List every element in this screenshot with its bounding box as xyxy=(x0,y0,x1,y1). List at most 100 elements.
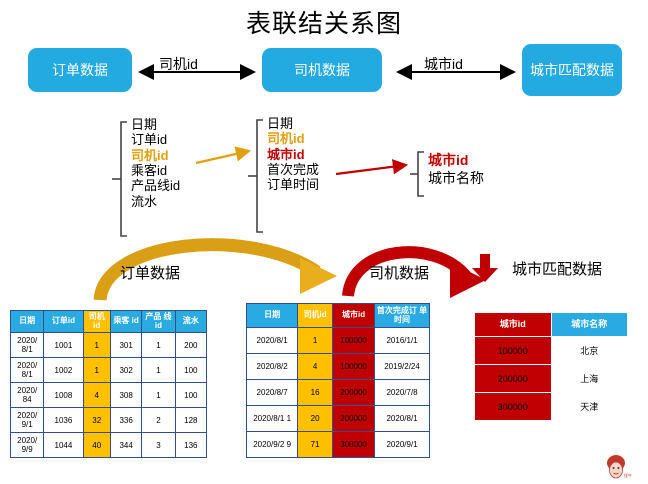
table-cell-r3-c0: 2020/8/1 1 xyxy=(245,405,299,432)
column-header-2: 司机 id xyxy=(82,310,111,333)
column-header-0: 日期 xyxy=(9,310,45,333)
column-header-1: 订单id xyxy=(43,310,84,333)
table-cell-r2-c2: 200000 xyxy=(331,379,376,406)
table-cell-r3-c2: 32 xyxy=(82,407,111,433)
table-cell-r1-c0: 2020/8/2 xyxy=(245,353,299,380)
column-header-3: 乘客 id xyxy=(109,310,143,333)
table-cell-r4-c0: 2020/ 9/9 xyxy=(9,432,45,458)
table-cell-r2-c1: 16 xyxy=(297,379,333,406)
table-cell-r1-c4: 1 xyxy=(141,357,176,383)
table-cell-r2-c0: 300000 xyxy=(474,392,552,421)
table-cell-r2-c4: 1 xyxy=(141,382,176,408)
table-cell-r3-c0: 2020/ 9/1 xyxy=(9,407,45,433)
table-cell-r4-c2: 300000 xyxy=(331,431,376,458)
table-cell-r2-c1: 1008 xyxy=(43,382,84,408)
table-cell-r0-c2: 100000 xyxy=(331,327,376,354)
column-header-1: 城市名称 xyxy=(550,312,628,337)
column-header-2: 城市id xyxy=(331,303,376,328)
table-cell-r2-c0: 2020/ 84 xyxy=(9,382,45,408)
table-cell-r4-c3: 2020/9/1 xyxy=(374,431,430,458)
table-cell-r4-c0: 2020/9/2 9 xyxy=(245,431,299,458)
table-cell-r1-c2: 100000 xyxy=(331,353,376,380)
watermark-logo: 怪牛 xyxy=(607,455,632,479)
field-order-5: 流水 xyxy=(131,193,158,209)
table-cell-r3-c4: 2 xyxy=(141,407,176,433)
table-cell-r0-c1: 1001 xyxy=(43,332,84,358)
bracket-driver-fields xyxy=(248,119,263,233)
field-order-0: 日期 xyxy=(131,117,158,132)
link-arrow-cityid xyxy=(335,159,409,176)
table-cell-r1-c2: 1 xyxy=(82,357,111,383)
field-driver-3: 首次完成 xyxy=(267,161,320,177)
relation-label-driver-id: 司机id xyxy=(159,56,198,72)
table-cell-r0-c1: 北京 xyxy=(550,336,628,365)
field-city-0: 城市id xyxy=(428,152,469,168)
table-cell-r1-c1: 4 xyxy=(297,353,333,380)
table-cell-r3-c5: 128 xyxy=(174,407,208,433)
table-cell-r0-c5: 200 xyxy=(174,332,208,358)
table-cell-r0-c3: 2016/1/1 xyxy=(374,327,430,354)
table-cell-r1-c0: 200000 xyxy=(474,364,552,393)
table-cell-r2-c1: 天津 xyxy=(550,392,628,421)
column-header-4: 产品 线id xyxy=(141,310,176,333)
table-cell-r0-c0: 2020/ 8/1 xyxy=(9,332,45,358)
page-title: 表联结关系图 xyxy=(245,10,402,38)
column-header-0: 日期 xyxy=(245,303,299,328)
table-cell-r0-c0: 2020/8/1 xyxy=(245,327,299,354)
link-arrow-driverid xyxy=(195,146,252,165)
field-order-1: 订单id xyxy=(131,132,168,148)
table-cell-r1-c3: 302 xyxy=(109,357,143,383)
table-cell-r2-c0: 2020/8/7 xyxy=(245,379,299,406)
table-cell-r3-c1: 20 xyxy=(297,405,333,432)
relation-label-city-id: 城市id xyxy=(424,56,463,72)
table-caption-order: 订单数据 xyxy=(120,265,181,282)
field-driver-2: 城市id xyxy=(267,146,305,162)
field-order-2: 司机id xyxy=(131,147,169,163)
column-header-3: 首次完成订 单时间 xyxy=(374,303,430,328)
table-cell-r2-c5: 100 xyxy=(174,382,208,408)
table-cell-r4-c1: 71 xyxy=(297,431,333,458)
field-order-3: 乘客id xyxy=(131,162,168,178)
table-cell-r1-c1: 1002 xyxy=(43,357,84,383)
entity-box-driver[interactable]: 司机数据 xyxy=(262,48,382,92)
table-cell-r1-c3: 2019/2/24 xyxy=(374,353,430,380)
table-cell-r3-c1: 1036 xyxy=(43,407,84,433)
column-header-1: 司机id xyxy=(297,303,333,328)
bracket-city-fields xyxy=(410,151,424,197)
table-cell-r0-c2: 1 xyxy=(82,332,111,358)
table-cell-r1-c1: 上海 xyxy=(550,364,628,393)
column-header-5: 流水 xyxy=(174,310,208,333)
field-list-driver: 日期 司机id 城市id 首次完成 订单时间 xyxy=(267,116,319,193)
table-cell-r4-c2: 40 xyxy=(82,432,111,458)
table-cell-r0-c3: 301 xyxy=(109,332,143,358)
table-cell-r1-c5: 100 xyxy=(174,357,208,383)
column-header-0: 城市id xyxy=(474,312,552,337)
field-driver-0: 日期 xyxy=(267,116,294,131)
bracket-order-fields xyxy=(112,121,127,237)
field-list-city: 城市id 城市名称 xyxy=(428,152,484,187)
entity-box-order[interactable]: 订单数据 xyxy=(28,48,132,92)
table-cell-r2-c2: 4 xyxy=(82,382,111,408)
table-cell-r0-c4: 1 xyxy=(141,332,176,358)
table-cell-r0-c0: 100000 xyxy=(474,336,552,365)
entity-box-city[interactable]: 城市匹配数据 xyxy=(522,44,622,96)
field-driver-4: 订单时间 xyxy=(267,177,320,193)
field-list-order: 日期 订单id 司机id 乘客id 产品线id 流水 xyxy=(131,117,180,209)
